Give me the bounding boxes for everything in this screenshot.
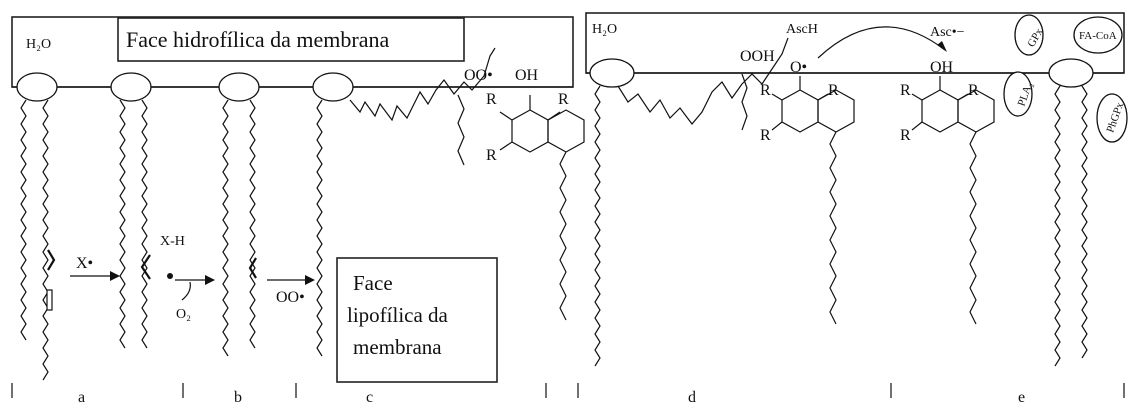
fatty-acid-tail — [594, 85, 601, 367]
enzyme-facoa-oval — [1073, 16, 1123, 54]
hydrophilic-face-label: Face hidrofílica da membrana — [126, 27, 390, 52]
lipophilic-face-line2: lipofílica da — [347, 303, 449, 327]
hydrophilic-label-box — [117, 17, 465, 62]
double-bond — [46, 289, 53, 311]
double-bond — [140, 254, 151, 280]
tocopherol-ring-c — [499, 95, 585, 321]
r-label: R — [760, 127, 771, 144]
fatty-acid-tail — [42, 99, 49, 381]
r-label: R — [900, 127, 911, 144]
fatty-acid-tail — [741, 73, 748, 131]
electron-transfer-arrow — [817, 26, 946, 59]
panel-label-e: e — [1018, 389, 1025, 405]
lipid-head — [110, 72, 152, 102]
tocopherol-ring-e — [911, 76, 995, 325]
arrowhead — [305, 275, 315, 285]
lipid-head — [218, 72, 260, 102]
r-label: R — [828, 82, 839, 99]
lipophilic-face-line3: membrana — [353, 335, 442, 359]
r-label: R — [760, 82, 771, 99]
radical-x-label: X• — [76, 255, 93, 272]
fatty-acid-tail — [119, 99, 126, 349]
lipophilic-label-box — [336, 257, 498, 383]
fatty-acid-tail — [141, 99, 148, 349]
lipid-head — [312, 72, 354, 102]
hydroperoxide-label: OOH — [740, 48, 775, 65]
r-label: R — [486, 91, 497, 108]
enzyme-gpx-oval — [1014, 14, 1044, 56]
enzyme-phgpx-oval — [1096, 93, 1128, 143]
panel-label-b: b — [234, 389, 242, 405]
r-label: R — [486, 147, 497, 164]
oh-label-e: OH — [930, 59, 954, 76]
r-label: R — [900, 82, 911, 99]
r-label: R — [558, 91, 569, 108]
r-label: R — [968, 82, 979, 99]
fatty-acid-tail — [222, 99, 229, 357]
fatty-acid-tail — [316, 99, 323, 357]
right-hydrophilic-box — [585, 12, 1125, 74]
panel-label-d: d — [688, 389, 696, 405]
tocopheroxyl-label: O• — [790, 59, 807, 76]
arrowhead — [110, 271, 120, 281]
x-h-label: X-H — [160, 234, 185, 249]
double-bond — [248, 257, 257, 279]
o2-label: O₂ — [176, 307, 191, 322]
peroxyl-top-label: OO• — [464, 67, 493, 84]
ascorbate-label: AscH — [786, 22, 818, 37]
double-bond — [47, 249, 56, 271]
panel-label-c: c — [366, 389, 373, 405]
lipid-head — [1048, 58, 1094, 88]
o2-uptake-arrow — [181, 281, 191, 301]
peroxidized-chain — [349, 47, 496, 122]
lipid-head — [589, 58, 635, 88]
fatty-acid-tail — [1054, 85, 1061, 367]
lipophilic-face-line1: Face — [353, 271, 393, 295]
enzyme-pla2-oval — [1003, 71, 1033, 117]
peroxidized-chain — [617, 37, 789, 125]
water-label-left: H₂O — [26, 37, 51, 52]
fatty-acid-tail — [20, 99, 27, 341]
arrowhead — [937, 41, 947, 52]
panel-label-a: a — [78, 389, 85, 405]
water-label-right: H₂O — [592, 22, 617, 37]
fatty-acid-tail — [249, 99, 256, 349]
oh-label-c: OH — [515, 67, 539, 84]
fa-coa-label: FA-CoA — [1079, 30, 1117, 42]
tocopherol-ring-d — [771, 76, 855, 325]
arrowhead — [205, 275, 215, 285]
ascorbyl-radical-label: Asc•− — [930, 25, 965, 40]
fatty-acid-tail — [1081, 85, 1088, 359]
peroxyl-c-label: OO• — [276, 289, 305, 306]
fatty-acid-tail — [457, 94, 465, 166]
lipid-head — [16, 72, 58, 102]
radical-dot — [167, 273, 173, 279]
